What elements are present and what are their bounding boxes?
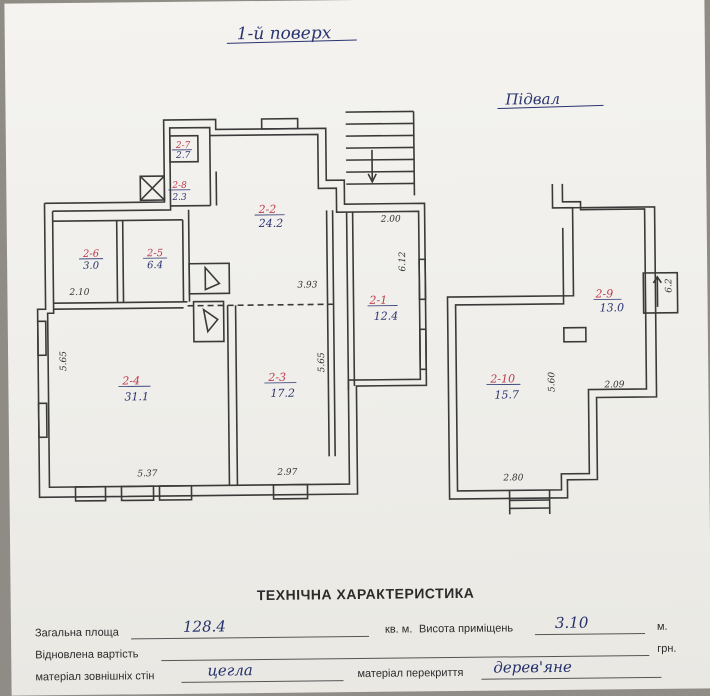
room-2-9-area: 13.0 [600,301,625,314]
sqm-label: кв. м. [385,623,413,635]
room-2-10: 2-10 15.7 [489,372,519,401]
room-2-10-label: 2-10 [489,372,515,385]
room-2-5-area: 6.4 [147,260,163,271]
room-2-9: 2-9 13.0 [594,287,624,314]
basement-plan [446,183,679,515]
height-value: 3.10 [555,614,589,632]
m-label: м. [657,621,668,633]
room-2-4-area: 31.1 [124,390,149,403]
room-2-8: 2-8 2.3 [171,181,187,203]
wall-material-value: цегла [207,661,253,679]
room-2-6-area: 3.0 [83,261,100,272]
room-2-5: 2-5 6.4 [146,248,163,271]
room-2-2: 2-2 24.2 [257,203,283,230]
room-2-6-label: 2-6 [82,249,100,260]
room-2-9-label: 2-9 [594,287,613,300]
paper-sheet: 1-й поверх Підвал [4,0,710,696]
dim-2-09: 2.09 [603,380,624,390]
dim-3-93: 3.93 [297,280,317,290]
room-2-10-area: 15.7 [494,388,519,401]
dim-2-97: 2.97 [276,468,297,478]
ceiling-material-value: дерев'яне [493,658,572,677]
dim-2-10: 2.10 [68,288,89,298]
ceiling-material-label: матеріал перекриття [357,667,463,680]
room-2-8-area: 2.3 [171,193,187,203]
dim-5-65-left: 5.65 [59,351,69,371]
room-2-7-area: 2.7 [175,151,191,161]
restored-cost-label: Відновлена вартість [35,648,138,661]
dim-5-37: 5.37 [137,469,157,479]
room-2-4: 2-4 31.1 [121,374,149,403]
room-2-3: 2-3 17.2 [267,371,295,400]
basement-label: Підвал [504,90,560,109]
room-2-4-label: 2-4 [121,374,140,387]
room-2-1: 2-1 12.4 [368,294,398,323]
dim-6-12: 6.12 [398,251,408,271]
total-area-label: Загальна площа [35,627,119,640]
wall-material-label: матеріал зовнішніх стін [35,670,154,683]
dim-5-65-right: 5.65 [317,352,327,372]
total-area-value: 128.4 [183,617,226,635]
room-2-5-label: 2-5 [146,248,163,259]
room-2-2-area: 24.2 [258,217,284,230]
dim-6-2: 6.2 [664,278,674,293]
currency-label: грн. [657,643,676,655]
dim-5-60: 5.60 [547,372,557,392]
dim-2-80: 2.80 [502,473,523,483]
dim-2-00: 2.00 [380,215,401,225]
height-label: Висота приміщень [419,622,513,635]
room-2-6: 2-6 3.0 [82,249,100,272]
room-2-2-label: 2-2 [257,203,276,216]
room-2-3-area: 17.2 [270,387,295,400]
room-2-1-area: 12.4 [374,310,399,323]
room-2-1-label: 2-1 [368,294,387,307]
room-2-3-label: 2-3 [267,371,286,384]
room-2-7: 2-7 2.7 [175,141,191,161]
